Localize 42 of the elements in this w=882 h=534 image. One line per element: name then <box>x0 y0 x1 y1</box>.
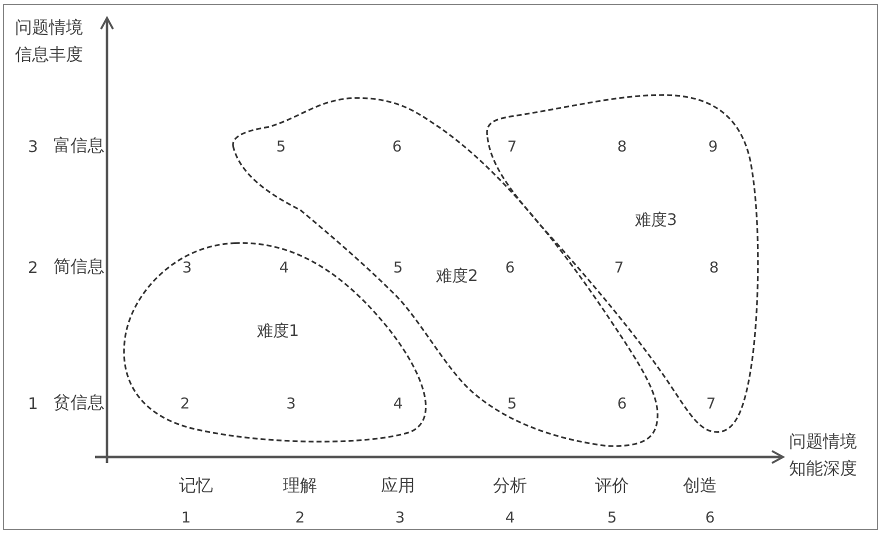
category-label: 理解 <box>283 477 317 497</box>
tick-value: 1 <box>28 394 38 414</box>
category-label: 应用 <box>381 477 415 497</box>
cell-value: 4 <box>279 259 289 277</box>
category-value: 5 <box>607 509 617 527</box>
category-value: 6 <box>705 509 715 527</box>
region-label: 难度1 <box>256 322 300 340</box>
tick-label: 贫信息 <box>54 394 104 414</box>
tick-label: 简信息 <box>54 258 104 278</box>
tick-value: 3 <box>28 138 38 156</box>
cell-value: 7 <box>507 138 517 156</box>
cell-value: 5 <box>507 395 517 413</box>
axis-title: 问题情境知能深度 <box>789 431 858 481</box>
category-value: 3 <box>395 509 405 527</box>
category-label: 分析 <box>493 477 527 497</box>
cell-value: 5 <box>393 259 403 277</box>
cell-value: 3 <box>182 259 192 277</box>
axis-title: 问题情境信息丰度 <box>15 17 84 67</box>
category-label: 记忆 <box>179 477 213 497</box>
cell-value: 2 <box>180 395 190 413</box>
cell-value: 8 <box>617 138 627 156</box>
cell-value: 9 <box>708 138 718 156</box>
category-value: 1 <box>181 509 191 527</box>
cell-value: 4 <box>393 395 403 413</box>
category-value: 4 <box>505 509 515 527</box>
cell-value: 8 <box>709 259 719 277</box>
cell-value: 7 <box>614 259 624 277</box>
cell-value: 5 <box>276 138 286 156</box>
cell-value: 6 <box>617 395 627 413</box>
category-value: 2 <box>295 509 305 527</box>
category-label: 评价 <box>595 477 629 497</box>
tick-label: 富信息 <box>54 137 104 157</box>
category-label: 创造 <box>683 477 717 497</box>
cell-value: 3 <box>286 395 296 413</box>
dashed-region <box>123 242 428 442</box>
dashed-region <box>486 94 759 433</box>
cell-value: 6 <box>392 138 402 156</box>
cell-value: 7 <box>706 395 716 413</box>
tick-value: 2 <box>28 258 38 278</box>
region-label: 难度2 <box>436 266 478 286</box>
region-label: 难度3 <box>634 210 678 230</box>
cell-value: 6 <box>505 259 515 277</box>
